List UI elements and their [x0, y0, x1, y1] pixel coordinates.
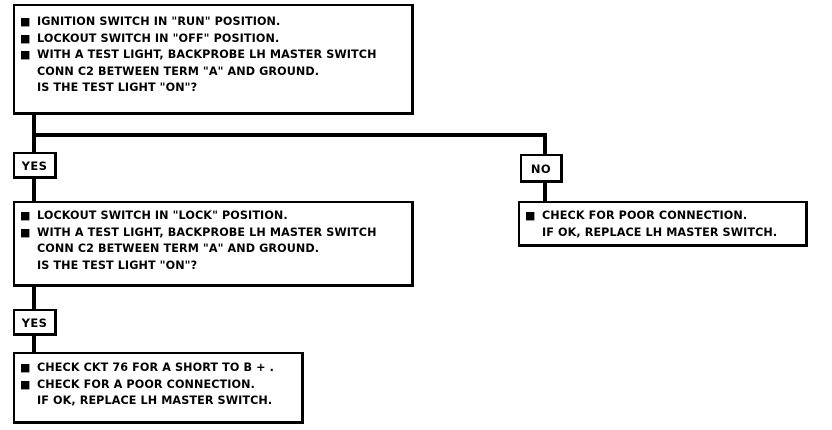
line-text: IS THE TEST LIGHT "ON"? — [37, 81, 198, 95]
connector-to-yes1 — [32, 133, 36, 153]
no-result-lines: ■ CHECK FOR POOR CONNECTION. IF OK, REPLAC… — [520, 208, 805, 241]
no-result-line: ■ CHECK FOR POOR CONNECTION. — [520, 208, 805, 225]
yes-result-line: ■ CHECK FOR A POOR CONNECTION. — [15, 377, 301, 394]
connector-step2-down — [32, 285, 36, 310]
step1-box: ■ IGNITION SWITCH IN "RUN" POSITION. ■ LOCK… — [13, 4, 414, 115]
line-text: IF OK, REPLACE LH MASTER SWITCH. — [37, 394, 273, 408]
line-text: IF OK, REPLACE LH MASTER SWITCH. — [542, 225, 778, 239]
bullet-icon: ■ — [20, 225, 31, 239]
step1-line: CONN C2 BETWEEN TERM "A" AND GROUND. — [15, 64, 411, 81]
yes-result-line: IF OK, REPLACE LH MASTER SWITCH. — [15, 393, 301, 410]
yes-label-1: YES — [13, 152, 57, 179]
step1-line: ■ IGNITION SWITCH IN "RUN" POSITION. — [15, 14, 411, 31]
step1-line: IS THE TEST LIGHT "ON"? — [15, 80, 411, 97]
step1-line: ■ LOCKOUT SWITCH IN "OFF" POSITION. — [15, 31, 411, 48]
step1-line: ■ WITH A TEST LIGHT, BACKPROBE LH MASTER … — [15, 47, 411, 64]
line-text: CONN C2 BETWEEN TERM "A" AND GROUND. — [37, 242, 320, 256]
bullet-icon: ■ — [20, 209, 31, 222]
line-text: LOCKOUT SWITCH IN "OFF" POSITION. — [37, 31, 280, 45]
line-text: IS THE TEST LIGHT "ON"? — [37, 258, 198, 272]
no-label: NO — [520, 154, 563, 183]
bullet-icon: ■ — [20, 377, 31, 391]
line-text: CHECK FOR POOR CONNECTION. — [542, 209, 748, 222]
step2-line: IS THE TEST LIGHT "ON"? — [15, 258, 411, 275]
bullet-icon: ■ — [20, 31, 31, 45]
no-result-line: IF OK, REPLACE LH MASTER SWITCH. — [520, 225, 805, 242]
step2-lines: ■ LOCKOUT SWITCH IN "LOCK" POSITION. ■ WITH… — [15, 208, 411, 274]
connector-yes2-to-result — [32, 333, 36, 353]
yes-result-box: ■ CHECK CKT 76 FOR A SHORT TO B + . ■ CHECK… — [13, 352, 304, 424]
yes-result-line: ■ CHECK CKT 76 FOR A SHORT TO B + . — [15, 360, 301, 377]
step2-line: ■ LOCKOUT SWITCH IN "LOCK" POSITION. — [15, 208, 411, 225]
step2-box: ■ LOCKOUT SWITCH IN "LOCK" POSITION. ■ WITH… — [13, 201, 414, 287]
connector-yes1-to-step2 — [32, 178, 36, 203]
bullet-icon: ■ — [525, 209, 536, 222]
step1-lines: ■ IGNITION SWITCH IN "RUN" POSITION. ■ LOCK… — [15, 14, 411, 97]
bullet-icon: ■ — [20, 361, 31, 374]
line-text: CONN C2 BETWEEN TERM "A" AND GROUND. — [37, 64, 320, 78]
no-result-box: ■ CHECK FOR POOR CONNECTION. IF OK, REPLAC… — [518, 201, 808, 247]
step2-line: CONN C2 BETWEEN TERM "A" AND GROUND. — [15, 241, 411, 258]
line-text: CHECK FOR A POOR CONNECTION. — [37, 377, 255, 391]
connector-to-no — [543, 133, 547, 155]
bullet-icon: ■ — [20, 15, 31, 28]
yes-label-2: YES — [13, 309, 57, 336]
connector-branch-horizontal — [32, 133, 547, 137]
line-text: LOCKOUT SWITCH IN "LOCK" POSITION. — [37, 209, 288, 222]
line-text: WITH A TEST LIGHT, BACKPROBE LH MASTER S… — [37, 48, 377, 62]
line-text: CHECK CKT 76 FOR A SHORT TO B + . — [37, 361, 274, 374]
connector-no-to-result — [543, 182, 547, 202]
step2-line: ■ WITH A TEST LIGHT, BACKPROBE LH MASTER … — [15, 225, 411, 242]
connector-step1-down — [32, 113, 36, 137]
bullet-icon: ■ — [20, 48, 31, 62]
yes-result-lines: ■ CHECK CKT 76 FOR A SHORT TO B + . ■ CHECK… — [15, 360, 301, 410]
line-text: WITH A TEST LIGHT, BACKPROBE LH MASTER S… — [37, 225, 377, 239]
line-text: IGNITION SWITCH IN "RUN" POSITION. — [37, 15, 281, 28]
